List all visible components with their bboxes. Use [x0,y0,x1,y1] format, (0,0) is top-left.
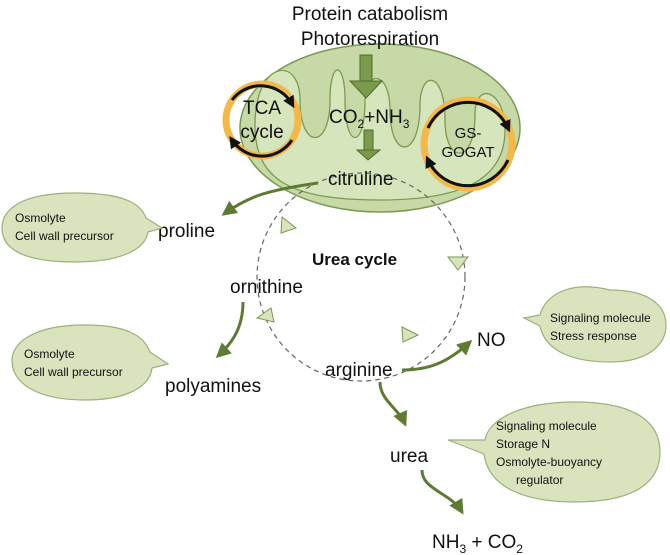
urea-cycle-ring [256,172,466,382]
polyamines-label: polyamines [165,376,261,397]
proline-label: proline [158,221,215,242]
gs-gogat-arrow-bottom [425,155,510,188]
arginine-to-no-arrow [401,339,473,372]
gs-gogat-ring [420,96,516,192]
cycle-direction-marker [446,256,470,271]
cycle-direction-marker [401,326,420,343]
bubble-proline-line1: Osmolyte [15,211,66,225]
final-subscript: 3 [459,542,466,555]
mitochondrion-inner-membrane [254,69,506,201]
bubble-no: Signaling molecule Stress response [522,286,667,363]
input-arrow [348,54,384,99]
arginine-to-urea-arrow [378,381,408,427]
bubble-polyamines-line1: Osmolyte [24,347,75,361]
urea-cycle-title: Urea cycle [312,250,397,269]
gs-gogat-label-line2: GOGAT [441,144,494,161]
bubble-proline: Osmolyte Cell wall precursor [1,192,164,263]
bubble-proline-line2: Cell wall precursor [15,229,114,243]
no-label: NO [477,330,506,351]
cycle-direction-marker [255,307,275,323]
bubble-no-line1: Signaling molecule [550,311,651,325]
nh3-prefix: +NH [364,107,403,128]
bubble-urea-line1: Signaling molecule [496,419,597,433]
bubble-urea-line4: regulator [516,473,563,487]
header-line1: Protein catabolism [292,4,448,25]
final-subscript-2: 2 [516,542,523,555]
bubble-no-line2: Stress response [550,329,637,343]
tca-cycle-arrow-bottom [229,136,294,158]
co2-subscript: 2 [358,117,365,131]
bubble-urea-line3: Osmolyte-buoyancy [496,455,602,469]
mitochondrion [239,43,521,213]
ornithine-label: ornithine [230,277,303,298]
tca-label-line1: TCA [243,98,281,119]
tca-cycle: TCA cycle [222,80,302,160]
tca-cycle-arrow-top [230,84,295,109]
ornithine-to-polyamines-arrow [215,301,245,359]
bubble-polyamines: Osmolyte Cell wall precursor [11,324,170,401]
bubble-polyamines-line2: Cell wall precursor [24,365,123,379]
citruline-label: citruline [328,169,393,190]
cycle-direction-marker [280,216,298,234]
final-prefix: NH [432,532,459,553]
gs-gogat-label-line1: GS- [455,125,482,142]
citruline-to-proline-arrow [221,181,319,216]
tca-label-line2: cycle [240,122,283,143]
nh3-co2-label: NH3 + CO2 [432,532,523,555]
header-line2: Photorespiration [301,29,439,50]
co2-prefix: CO [329,107,358,128]
bubble-urea-line2: Storage N [496,437,550,451]
co2-to-citruline-arrow [355,129,382,161]
bubble-urea: Signaling molecule Storage N Osmolyte-bu… [447,401,661,503]
gs-gogat-cycle: GS- GOGAT [420,96,516,192]
urea-label: urea [390,446,428,467]
nh3-subscript: 3 [403,117,410,131]
final-suffix: + CO [466,532,516,553]
gs-gogat-arrow-top [426,100,511,133]
co2-nh3-label: CO2+NH3 [329,107,410,131]
arginine-label: arginine [325,360,393,381]
urea-to-nh3-arrow [420,469,464,515]
